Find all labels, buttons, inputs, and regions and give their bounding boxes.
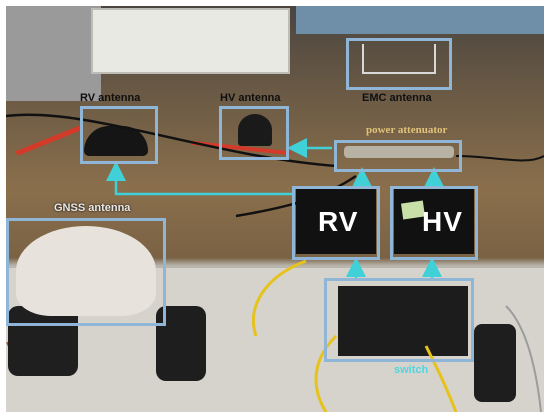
cable-yellow-2	[314, 334, 338, 412]
switch-label: switch	[394, 364, 429, 376]
emc-antenna-label: EMC antenna	[362, 92, 432, 104]
cable-yellow-1	[251, 259, 307, 337]
hv-device-box	[390, 186, 478, 260]
arrow-rv-to-rv-antenna	[106, 161, 292, 196]
rv-device-body	[296, 186, 376, 254]
black-pad-left	[8, 306, 78, 376]
power-attenuator-label: power attenuator	[366, 124, 448, 136]
gnss-antenna-shape	[16, 226, 156, 316]
rv-antenna-label: RV antenna	[80, 92, 141, 104]
gnss-antenna-box	[6, 218, 166, 326]
cable-yellow-3	[424, 345, 458, 412]
photo-background: RV antenna HV antenna EMC antenna power …	[6, 6, 544, 412]
signal-arrows	[106, 138, 444, 278]
instrument-rack	[6, 6, 101, 101]
gnss-antenna-label: GNSS antenna	[54, 202, 131, 214]
cable-black-1	[6, 113, 337, 168]
hv-device-body	[394, 186, 474, 254]
rv-antenna-box	[80, 106, 158, 164]
emc-antenna-shape	[362, 44, 436, 74]
hv-antenna-label: HV antenna	[220, 92, 281, 104]
switch-body	[338, 286, 468, 356]
rv-device-label: RV	[318, 206, 359, 237]
rv-device-box	[292, 186, 380, 260]
cables	[6, 113, 544, 412]
cable-black-2	[235, 174, 357, 218]
signal-generator	[91, 8, 290, 74]
hv-device-label: HV	[422, 206, 463, 237]
hv-antenna-box	[219, 106, 289, 160]
cable-black-3	[455, 155, 544, 162]
emc-antenna-box	[346, 38, 452, 90]
switch-box	[324, 278, 474, 362]
cable-grey-1	[505, 305, 542, 412]
attenuator-shape	[344, 146, 454, 158]
hv-antenna-shape	[238, 114, 272, 146]
black-pad-right	[474, 324, 516, 402]
power-attenuator-box	[334, 140, 462, 172]
window-wall	[296, 6, 544, 34]
